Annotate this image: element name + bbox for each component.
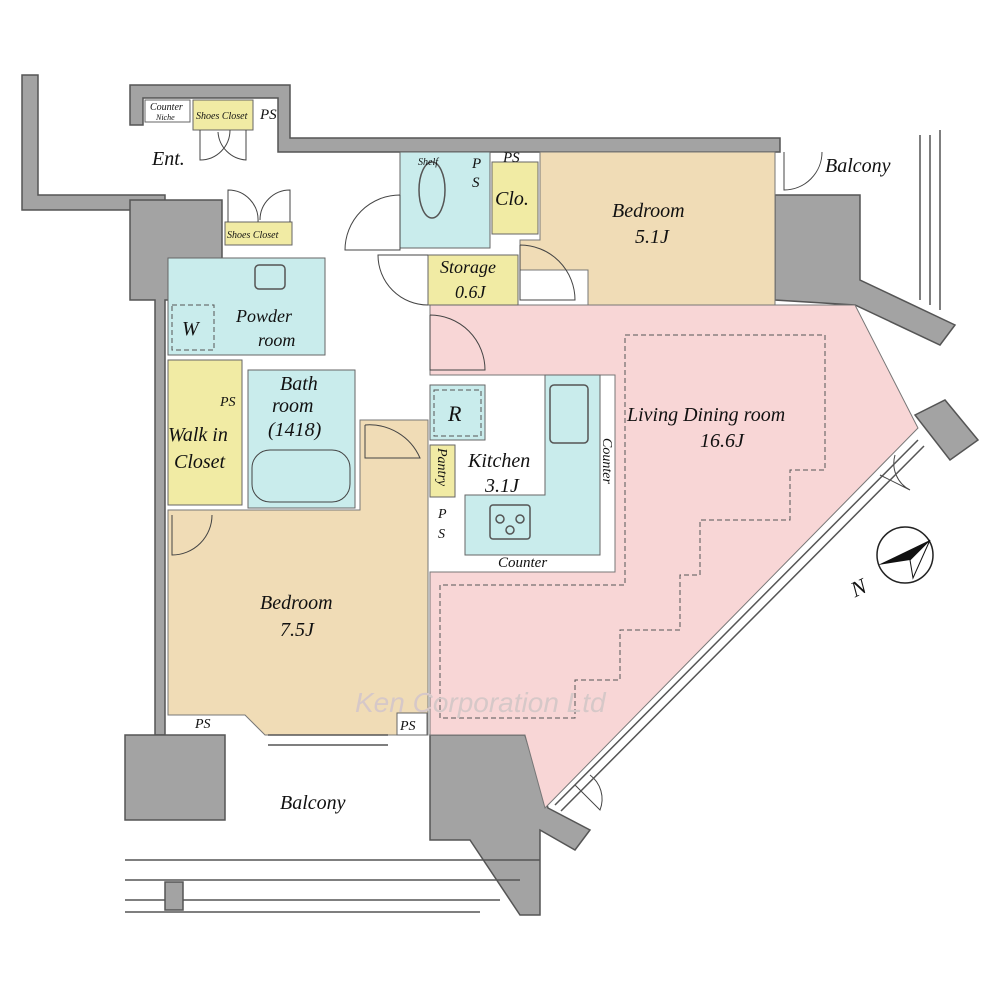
sink-icon: [254, 264, 286, 290]
powder-room-label: Powder: [235, 306, 293, 326]
closet: [491, 161, 539, 235]
bedroom-upper-size: 5.1J: [635, 226, 670, 248]
shelf-label: Shelf: [418, 157, 439, 168]
north-label: N: [846, 573, 872, 603]
compass-icon: N: [846, 526, 934, 603]
bathtub: [251, 449, 351, 503]
ps-label: PS: [194, 717, 211, 732]
bath-size: (1418): [268, 419, 322, 441]
ps-label: PS: [219, 395, 236, 410]
ps-label: PS: [502, 150, 520, 166]
bedroom-upper: [519, 151, 776, 306]
bedroom-lower: [167, 419, 429, 736]
counter-bottom-label: Counter: [498, 555, 547, 571]
pantry-label: Pantry: [434, 447, 449, 487]
kitchen-sink-icon: [549, 384, 589, 444]
storage: [427, 254, 519, 306]
walk-in-closet-label: Walk in: [168, 424, 228, 446]
toilet: [399, 151, 491, 249]
ps-label: S: [438, 527, 445, 542]
ps-label: P: [437, 507, 447, 522]
bath-label-2: room: [272, 395, 313, 417]
washer-label: W: [182, 318, 201, 340]
balcony-railing: [125, 130, 941, 913]
doors: [171, 129, 911, 811]
ps-label: PS: [259, 107, 277, 123]
refrigerator-space: [429, 384, 486, 441]
pantry: [429, 444, 456, 498]
shoes-closet-top: [192, 99, 254, 131]
bath-label: Bath: [280, 373, 318, 395]
bedroom-lower-size: 7.5J: [280, 619, 315, 641]
refrigerator-label: R: [447, 401, 462, 426]
counter-niche-label-2: Niche: [155, 113, 175, 122]
counter-right-label: Counter: [599, 438, 614, 484]
counter-niche-label: Counter: [150, 102, 183, 113]
ps-label: S: [472, 175, 480, 191]
living-name: Living Dining room: [626, 404, 785, 426]
stove-icon: [489, 504, 531, 540]
walls: [21, 74, 980, 916]
powder-room: [167, 257, 326, 356]
shoes-closet-top-label: Shoes Closet: [196, 111, 248, 122]
kitchen-size: 3.1J: [484, 475, 520, 497]
walk-in-closet: [167, 359, 243, 506]
toilet-icon: [418, 161, 446, 219]
kitchen-counter: [464, 374, 601, 556]
closet-label: Clo.: [495, 188, 529, 210]
shoes-closet-lower-label: Shoes Closet: [227, 230, 279, 241]
balcony-lower-label: Balcony: [280, 792, 346, 814]
storage-label: Storage: [440, 257, 496, 277]
balcony-upper-label: Balcony: [825, 155, 891, 177]
window: [554, 439, 925, 812]
powder-room-label-2: room: [258, 330, 295, 350]
ps-label: P: [471, 156, 481, 172]
watermark: Ken Corporation Ltd: [355, 687, 607, 718]
kitchen-name: Kitchen: [467, 450, 530, 472]
storage-size: 0.6J: [455, 282, 487, 302]
bedroom-upper-name: Bedroom: [612, 200, 685, 222]
living-size: 16.6J: [700, 430, 745, 452]
walk-in-closet-label-2: Closet: [174, 451, 226, 473]
entrance-label: Ent.: [151, 148, 185, 170]
bedroom-lower-name: Bedroom: [260, 592, 333, 614]
ps-label: PS: [399, 719, 416, 734]
